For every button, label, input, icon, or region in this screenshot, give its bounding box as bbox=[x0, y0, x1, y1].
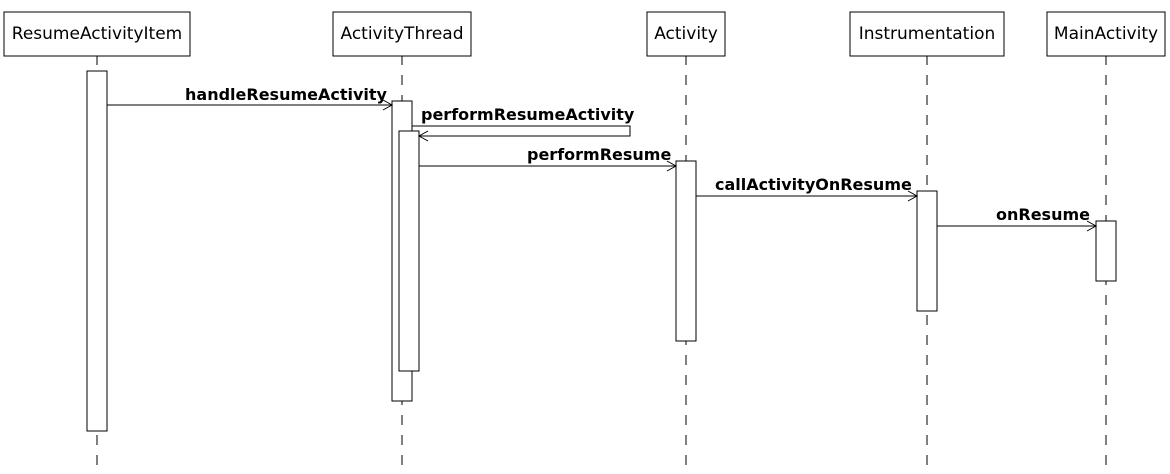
participant-resume-activity-item: ResumeActivityItem bbox=[3, 11, 191, 57]
activation-resume-activity-item bbox=[86, 70, 108, 432]
participant-label: MainActivity bbox=[1054, 24, 1158, 44]
message-perform-resume-activity: performResumeActivity bbox=[412, 105, 635, 142]
participant-label: ActivityThread bbox=[340, 24, 463, 44]
message-perform-resume: performResume bbox=[419, 145, 678, 172]
message-label: performResume bbox=[527, 145, 671, 164]
participant-activity-thread: ActivityThread bbox=[332, 11, 472, 57]
participant-activity: Activity bbox=[646, 11, 726, 57]
message-handle-resume-activity: handleResumeActivity bbox=[107, 85, 394, 111]
message-label: performResumeActivity bbox=[421, 105, 635, 124]
participant-label: Activity bbox=[654, 24, 718, 44]
participant-instrumentation: Instrumentation bbox=[849, 11, 1005, 57]
message-label: callActivityOnResume bbox=[715, 175, 912, 194]
participant-label: Instrumentation bbox=[859, 24, 996, 44]
activation-instrumentation bbox=[916, 190, 938, 312]
activation-activity bbox=[675, 160, 697, 342]
activation-activity-thread-inner bbox=[398, 130, 420, 372]
message-on-resume: onResume bbox=[937, 205, 1098, 232]
message-label: onResume bbox=[996, 205, 1090, 224]
participant-label: ResumeActivityItem bbox=[12, 24, 182, 44]
activation-main-activity bbox=[1095, 220, 1117, 282]
message-call-activity-on-resume: callActivityOnResume bbox=[696, 175, 919, 202]
message-label: handleResumeActivity bbox=[185, 85, 388, 104]
participant-main-activity: MainActivity bbox=[1046, 11, 1166, 57]
